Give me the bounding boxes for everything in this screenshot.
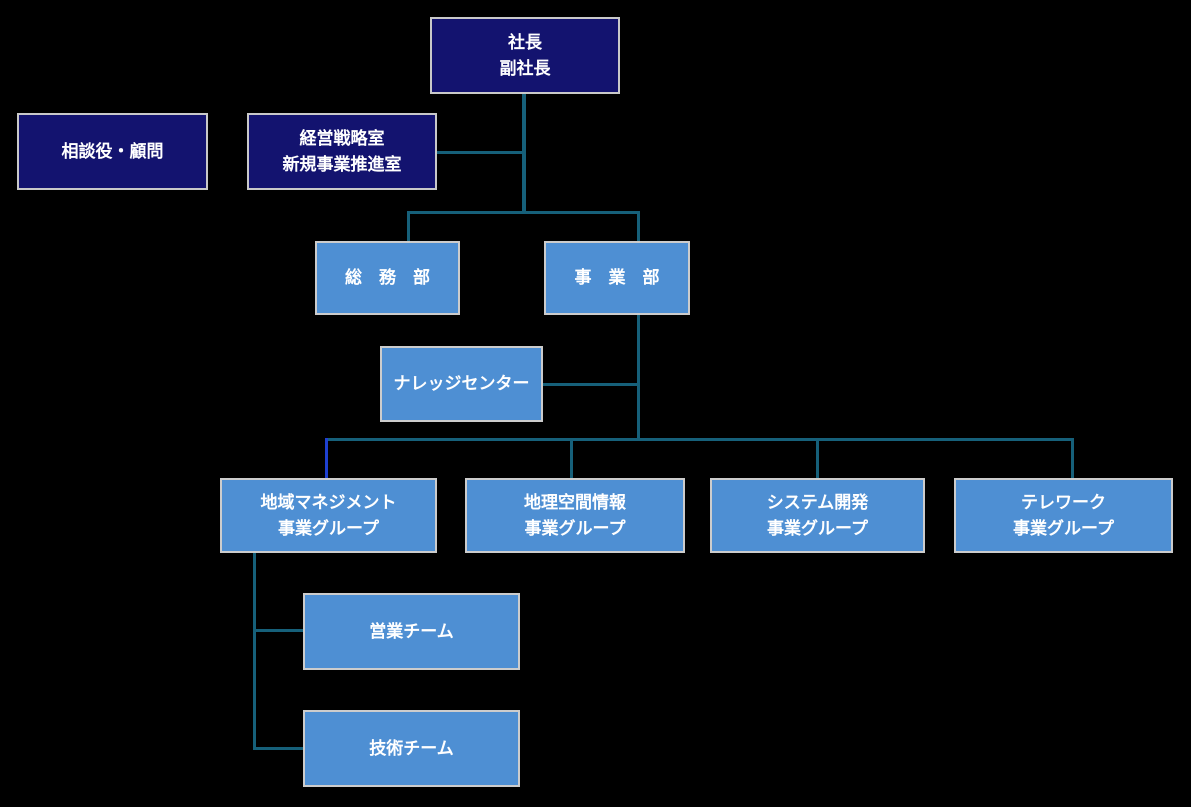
org-node-regional-mgmt-group: 地域マネジメント事業グループ [220, 478, 437, 553]
org-node-president-label: 副社長 [499, 58, 551, 78]
org-node-knowledge-center: ナレッジセンター [380, 346, 543, 422]
org-node-business-dept: 事 業 部 [544, 241, 690, 315]
org-node-general-affairs-label: 総 務 部 [345, 268, 430, 288]
org-node-general-affairs: 総 務 部 [315, 241, 460, 315]
connector-line-geospatial-drop [570, 438, 573, 479]
connector-line-business-dept-vertical [637, 315, 640, 441]
connector-line-business-dept-drop [637, 211, 640, 242]
org-node-regional-mgmt-group-label: 事業グループ [278, 518, 379, 538]
org-node-advisor: 相談役・顧問 [17, 113, 208, 190]
org-node-tech-team: 技術チーム [303, 710, 520, 787]
org-node-geospatial-group-label: 地理空間情報 [524, 493, 626, 512]
connector-line-sales-team-horizontal [253, 629, 303, 632]
connector-line-strategy-horizontal [437, 151, 524, 154]
org-node-advisor-label: 相談役・顧問 [61, 141, 164, 161]
org-node-strategy-office-label: 新規事業推進室 [282, 154, 402, 174]
connector-line-system-dev-drop [816, 438, 819, 479]
org-node-geospatial-group: 地理空間情報事業グループ [465, 478, 685, 553]
org-node-knowledge-center-label: ナレッジセンター [393, 374, 530, 394]
org-node-strategy-office-label: 経営戦略室 [299, 129, 385, 148]
connector-line-dept-horizontal [407, 211, 640, 214]
org-node-telework-group-label: テレワーク [1021, 493, 1106, 512]
connector-line-general-affairs-drop [407, 211, 410, 242]
connector-line-tech-team-horizontal [253, 747, 303, 750]
org-node-regional-mgmt-group-label: 地域マネジメント [260, 493, 397, 512]
connector-line-teams-vertical [253, 553, 256, 750]
org-node-geospatial-group-label: 事業グループ [524, 518, 626, 538]
org-node-telework-group: テレワーク事業グループ [954, 478, 1173, 553]
org-node-system-dev-group: システム開発事業グループ [710, 478, 925, 553]
org-node-telework-group-label: 事業グループ [1013, 518, 1114, 538]
org-node-business-dept-label: 事 業 部 [574, 268, 660, 288]
org-node-system-dev-group-label: 事業グループ [767, 518, 868, 538]
org-node-sales-team: 営業チーム [303, 593, 520, 670]
connector-line-regional-mgmt-drop [325, 438, 328, 479]
org-node-president-label: 社長 [508, 33, 542, 52]
connector-line-knowledge-horizontal [543, 383, 639, 386]
org-node-strategy-office: 経営戦略室新規事業推進室 [247, 113, 437, 190]
org-node-sales-team-label: 営業チーム [369, 621, 454, 641]
connector-line-telework-drop [1071, 438, 1074, 479]
connector-line-groups-horizontal [325, 438, 1074, 441]
org-node-tech-team-label: 技術チーム [369, 738, 454, 758]
connector-line-president-vertical [522, 93, 526, 213]
org-node-system-dev-group-label: システム開発 [766, 493, 869, 512]
org-node-president: 社長副社長 [430, 17, 620, 94]
